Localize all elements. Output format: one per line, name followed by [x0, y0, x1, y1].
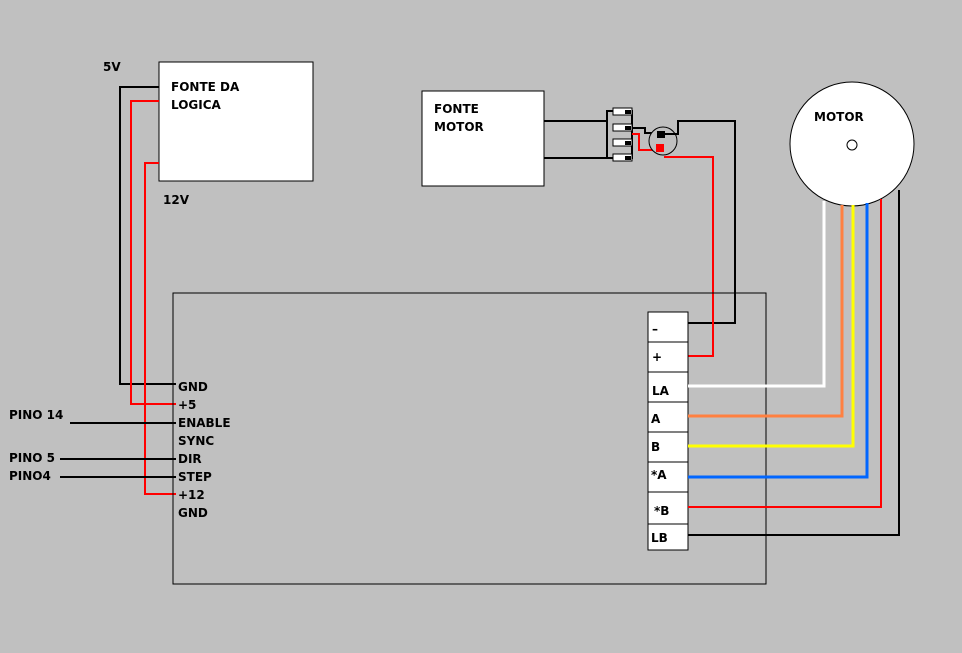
pin-step: STEP — [178, 470, 212, 484]
wire-motor-a — [688, 205, 844, 418]
wire-logic-5v — [130, 100, 176, 405]
terminal-star-a: *A — [651, 468, 667, 482]
terminal-lb: LB — [651, 531, 668, 545]
connector-pin-3 — [612, 138, 633, 147]
wire-logic-gnd — [119, 86, 176, 385]
motor-supply-box — [421, 90, 545, 187]
logic-supply-title-2: LOGICA — [171, 98, 222, 112]
wire-motor-la — [688, 201, 826, 388]
connector-block — [606, 110, 633, 159]
terminal-b: B — [651, 440, 660, 454]
wire-driver-neg — [665, 120, 736, 324]
motor-supply-title-1: FONTE — [434, 102, 479, 116]
terminal-star-b: *B — [654, 504, 669, 518]
switch-terminal-pos — [656, 144, 664, 152]
connector-pin-fill-4 — [625, 156, 631, 160]
terminal-a: A — [651, 412, 661, 426]
label-pino-14: PINO 14 — [9, 408, 63, 422]
motor-label: MOTOR — [814, 110, 864, 124]
wire-logic-12v — [144, 162, 176, 495]
wire-driver-pos — [664, 156, 714, 357]
terminal-minus: – — [652, 322, 658, 336]
wire-motor-b — [688, 205, 855, 448]
connector-pin-fill-2 — [625, 126, 631, 130]
pin-sync: SYNC — [178, 434, 214, 448]
connector-pin-4 — [612, 153, 633, 162]
pin-plus5: +5 — [178, 398, 196, 412]
wire-motor-star-b — [688, 199, 882, 508]
pin-gnd-1: GND — [178, 380, 208, 394]
pin-enable: ENABLE — [178, 416, 231, 430]
label-12v: 12V — [163, 193, 190, 207]
logic-supply-box — [158, 61, 314, 182]
pin-gnd-2: GND — [178, 506, 208, 520]
terminal-la: LA — [652, 384, 670, 398]
connector-pin-1 — [612, 107, 633, 116]
pin-plus12: +12 — [178, 488, 205, 502]
label-pino-4: PINO4 — [9, 469, 51, 483]
pin-dir: DIR — [178, 452, 202, 466]
label-pino-5: PINO 5 — [9, 451, 55, 465]
terminal-block — [647, 311, 689, 551]
wire-motor-lb — [688, 190, 900, 536]
connector-pin-fill-3 — [625, 141, 631, 145]
terminal-plus: + — [652, 350, 662, 364]
wire-motor-star-a — [688, 203, 869, 479]
motor-shaft — [846, 139, 858, 151]
wire-connector-pos — [632, 133, 658, 151]
label-5v: 5V — [103, 60, 121, 74]
logic-supply-title-1: FONTE DA — [171, 80, 240, 94]
motor-supply-title-2: MOTOR — [434, 120, 484, 134]
connector-pin-fill-1 — [625, 110, 631, 114]
switch-terminal-neg — [657, 131, 665, 138]
driver-board — [172, 292, 767, 585]
